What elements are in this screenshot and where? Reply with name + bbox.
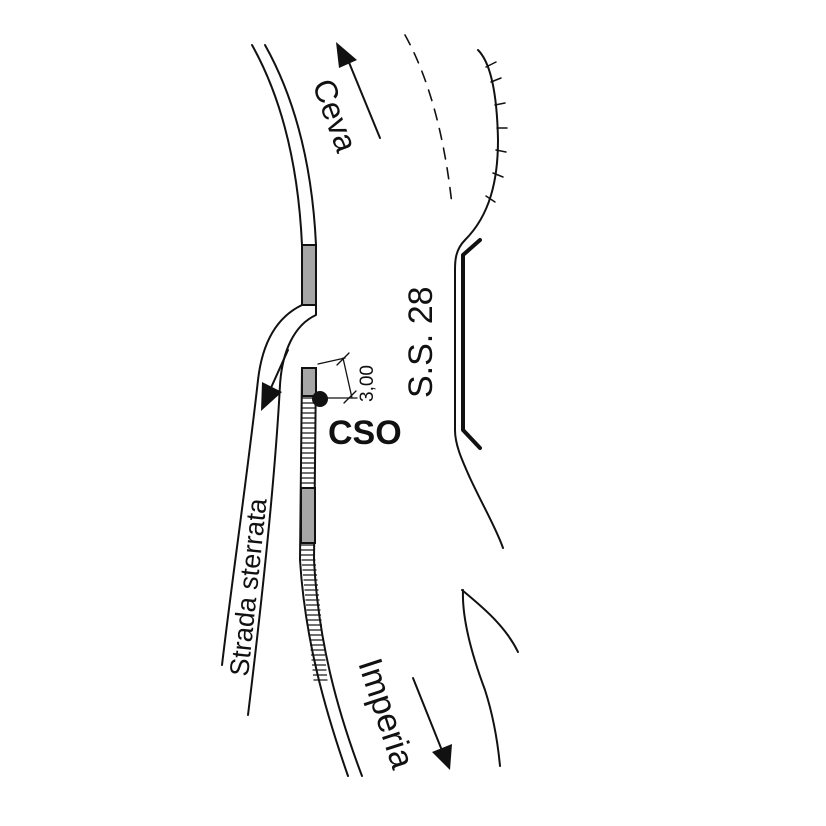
direction-arrow-icon-imperia xyxy=(412,677,452,770)
location-dot-icon xyxy=(312,391,328,407)
hatched-sidewalk xyxy=(300,397,328,681)
direction-arrow-icon-ceva xyxy=(336,42,381,139)
direction-arrow-icon-dirt-road xyxy=(261,349,289,411)
label-road-name: S.S. 28 xyxy=(402,286,440,398)
shaded-segment-upper xyxy=(301,244,317,306)
label-ceva: Ceva xyxy=(305,74,364,157)
dirt-road-edges xyxy=(221,304,317,716)
embankment-ticks xyxy=(485,61,508,203)
label-imperia: Imperia xyxy=(350,654,421,774)
label-distance: 3,00 xyxy=(357,365,378,402)
guardrail xyxy=(461,238,482,450)
road-edge-lower-left xyxy=(299,367,363,777)
label-point-name: CSO xyxy=(328,414,402,452)
road-edge-right xyxy=(404,34,519,767)
shaded-segments-lower xyxy=(300,367,317,544)
